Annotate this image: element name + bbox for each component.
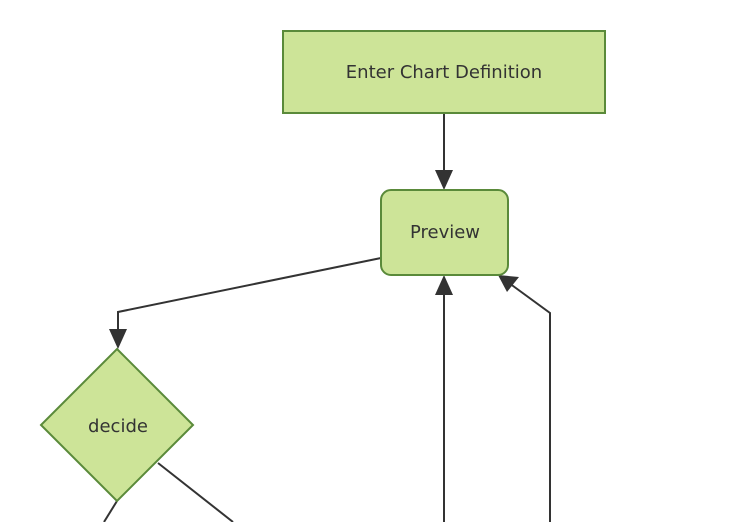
node-decide-shape	[39, 347, 195, 503]
edge-return-right-to-preview[interactable]	[498, 275, 551, 522]
node-preview[interactable]: Preview	[380, 189, 509, 276]
edge-return-right-to-preview-line	[508, 282, 551, 522]
edge-return-center-to-preview[interactable]	[435, 275, 453, 522]
edge-preview-to-decide-arrowhead	[109, 329, 127, 349]
edge-enter-to-preview[interactable]	[435, 113, 453, 190]
node-enter-chart-definition-label: Enter Chart Definition	[346, 62, 542, 83]
nodes-layer: Enter Chart Definition Preview decide	[39, 30, 606, 503]
node-enter-chart-definition-shape	[282, 30, 606, 114]
edge-decide-branch-right[interactable]	[157, 462, 234, 522]
edge-decide-branch-left[interactable]	[103, 500, 118, 522]
node-enter-chart-definition[interactable]: Enter Chart Definition	[282, 30, 606, 114]
node-decide-label: decide	[88, 416, 148, 437]
edge-return-center-to-preview-arrowhead	[435, 275, 453, 295]
edge-preview-to-decide[interactable]	[109, 257, 382, 349]
edges-layer	[103, 113, 551, 522]
edge-preview-to-decide-line	[117, 257, 382, 336]
node-preview-shape	[380, 189, 509, 276]
edge-return-right-to-preview-arrowhead	[498, 275, 519, 292]
edge-decide-branch-left-line	[103, 500, 118, 522]
node-preview-label: Preview	[410, 222, 480, 243]
edge-decide-branch-right-line	[157, 462, 234, 522]
edge-enter-to-preview-arrowhead	[435, 170, 453, 190]
node-decide[interactable]: decide	[39, 347, 195, 503]
